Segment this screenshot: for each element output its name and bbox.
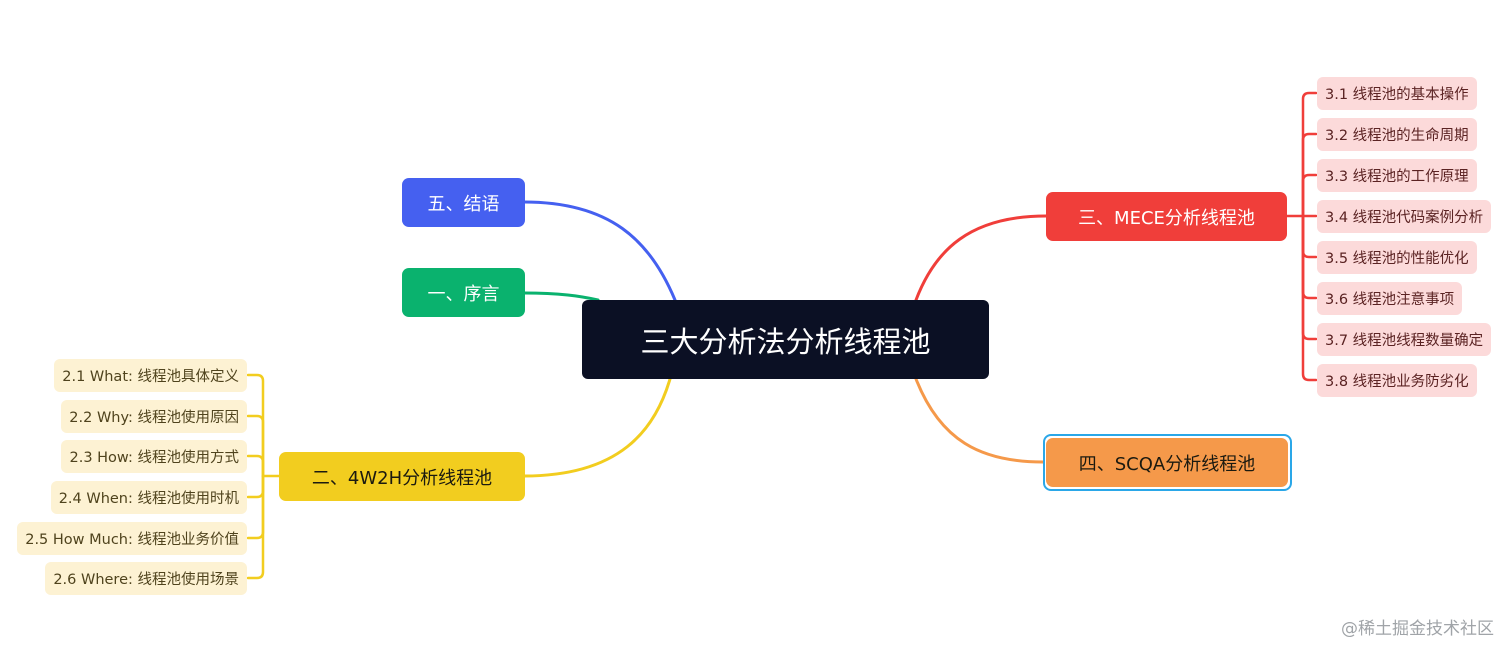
topic-scqa[interactable]: 四、SCQA分析线程池 [1046,438,1288,487]
subtopic-mece[interactable]: 3.7 线程池线程数量确定 [1317,323,1492,356]
bracket-stub [1301,91,1318,218]
topic-preface[interactable]: 一、序言 [402,268,525,317]
subtopic-4w2h[interactable]: 2.3 How: 线程池使用方式 [61,440,247,473]
link-mece [914,214,1048,302]
subtopic-4w2h[interactable]: 2.2 Why: 线程池使用原因 [61,400,247,433]
bracket-stub [246,474,265,580]
link-scqa [914,377,1045,464]
subtopic-4w2h[interactable]: 2.1 What: 线程池具体定义 [54,359,247,392]
bracket-stub [246,474,265,540]
subtopic-mece[interactable]: 3.5 线程池的性能优化 [1317,241,1477,274]
subtopic-mece[interactable]: 3.1 线程池的基本操作 [1317,77,1477,110]
bracket-stub [246,373,265,478]
selection-outline [1043,434,1292,491]
link-conclusion [522,200,677,302]
subtopic-mece[interactable]: 3.8 线程池业务防劣化 [1317,364,1477,397]
subtopic-4w2h[interactable]: 2.4 When: 线程池使用时机 [50,481,247,514]
bracket-stub [246,414,265,478]
bracket-stub [1301,214,1318,259]
subtopic-4w2h[interactable]: 2.6 Where: 线程池使用场景 [45,562,247,595]
central-topic[interactable]: 三大分析法分析线程池 [582,300,989,379]
topic-conclusion[interactable]: 五、结语 [402,178,525,227]
topic-4w2h[interactable]: 二、4W2H分析线程池 [279,452,525,501]
subtopic-4w2h[interactable]: 2.5 How Much: 线程池业务价值 [17,522,247,555]
subtopic-mece[interactable]: 3.2 线程池的生命周期 [1317,118,1477,151]
bracket-stub [1301,214,1318,382]
subtopic-mece[interactable]: 3.6 线程池注意事项 [1317,282,1463,315]
subtopic-mece[interactable]: 3.3 线程池的工作原理 [1317,159,1477,192]
topic-mece[interactable]: 三、MECE分析线程池 [1046,192,1287,241]
bracket-stub [246,454,265,478]
bracket-stub [1301,214,1318,341]
link-preface [522,291,600,302]
bracket-stub [1301,132,1318,218]
subtopic-mece[interactable]: 3.4 线程池代码案例分析 [1317,200,1492,233]
bracket-stub [1301,173,1318,218]
link-w2h [522,377,672,478]
bracket-stub [246,474,265,499]
watermark: @稀土掘金技术社区 [1341,619,1494,639]
